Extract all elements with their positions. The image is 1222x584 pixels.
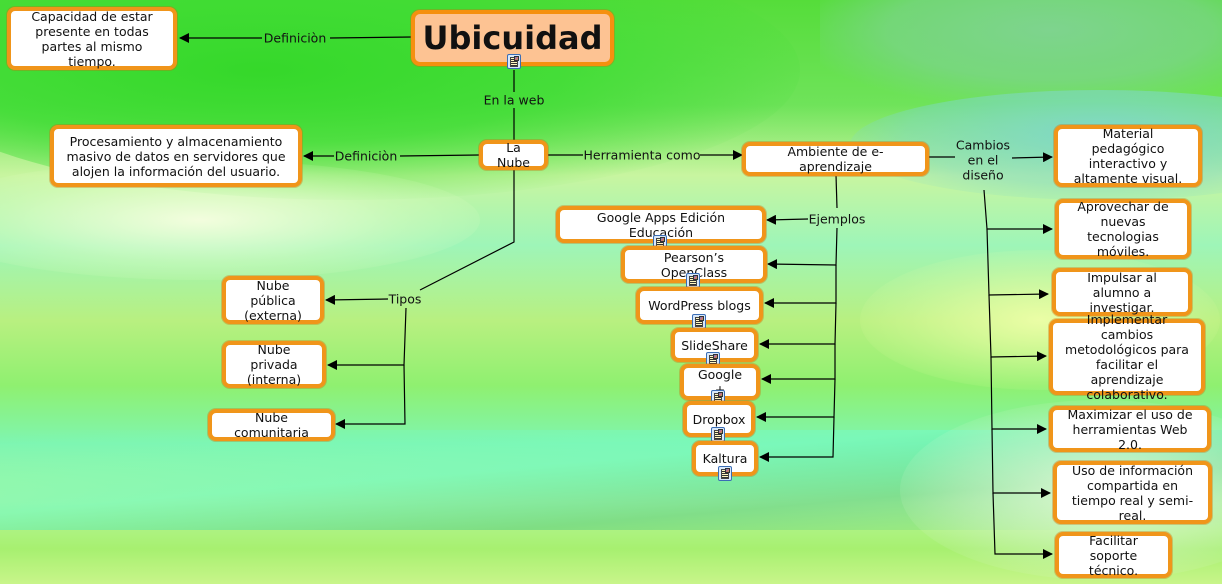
example-node[interactable]: Kaltura: [692, 441, 758, 476]
link-cloud-definition: [399, 154, 480, 157]
root-definition-node[interactable]: Capacidad de estar presente en todas par…: [7, 7, 177, 70]
design-change-node[interactable]: Maximizar el uso de herramientas Web 2.0…: [1049, 406, 1211, 452]
root-node[interactable]: Ubicuidad: [411, 10, 614, 66]
link-root-definition: [329, 36, 413, 39]
link-label-cloud-definition: Definiciòn: [334, 148, 398, 164]
type-node[interactable]: Nube privada (interna): [222, 341, 326, 388]
type-node[interactable]: Nube comunitaria: [208, 409, 335, 441]
link-label-root-definition: Definiciòn: [263, 30, 327, 46]
document-image-icon[interactable]: [718, 466, 732, 481]
link-label-ejemplos: Ejemplos: [808, 211, 866, 227]
link-label-tipos: Tipos: [388, 291, 422, 307]
design-change-node[interactable]: Facilitar soporte técnico.: [1055, 532, 1172, 578]
document-image-icon[interactable]: [692, 314, 706, 329]
link-cloud-types: [419, 170, 515, 291]
type-node[interactable]: Nube pública (externa): [222, 276, 324, 324]
environment-node[interactable]: Ambiente de e-aprendizaje: [742, 142, 929, 176]
link-environment-examples: [835, 174, 838, 209]
link-label-herramienta: Herramienta como: [583, 147, 701, 163]
link-label-en-la-web: En la web: [483, 92, 545, 108]
document-image-icon[interactable]: [507, 54, 521, 69]
document-image-icon[interactable]: [711, 427, 725, 442]
link-label-cambios: Cambios en el diseño: [955, 137, 1011, 183]
design-change-node[interactable]: Material pedagógico interactivo y altame…: [1054, 125, 1202, 187]
design-change-node[interactable]: Impulsar al alumno a investigar.: [1052, 268, 1192, 316]
design-change-node[interactable]: Uso de información compartida en tiempo …: [1053, 461, 1212, 524]
document-image-icon[interactable]: [686, 273, 700, 288]
document-image-icon[interactable]: [706, 352, 720, 367]
cloud-node[interactable]: La Nube: [479, 140, 548, 170]
design-change-node[interactable]: Aprovechar de nuevas tecnologias móviles…: [1055, 199, 1191, 259]
cloud-definition-node[interactable]: Procesamiento y almacenamiento masivo de…: [50, 125, 302, 187]
design-change-node[interactable]: Implementar cambios metodológicos para f…: [1049, 312, 1205, 402]
